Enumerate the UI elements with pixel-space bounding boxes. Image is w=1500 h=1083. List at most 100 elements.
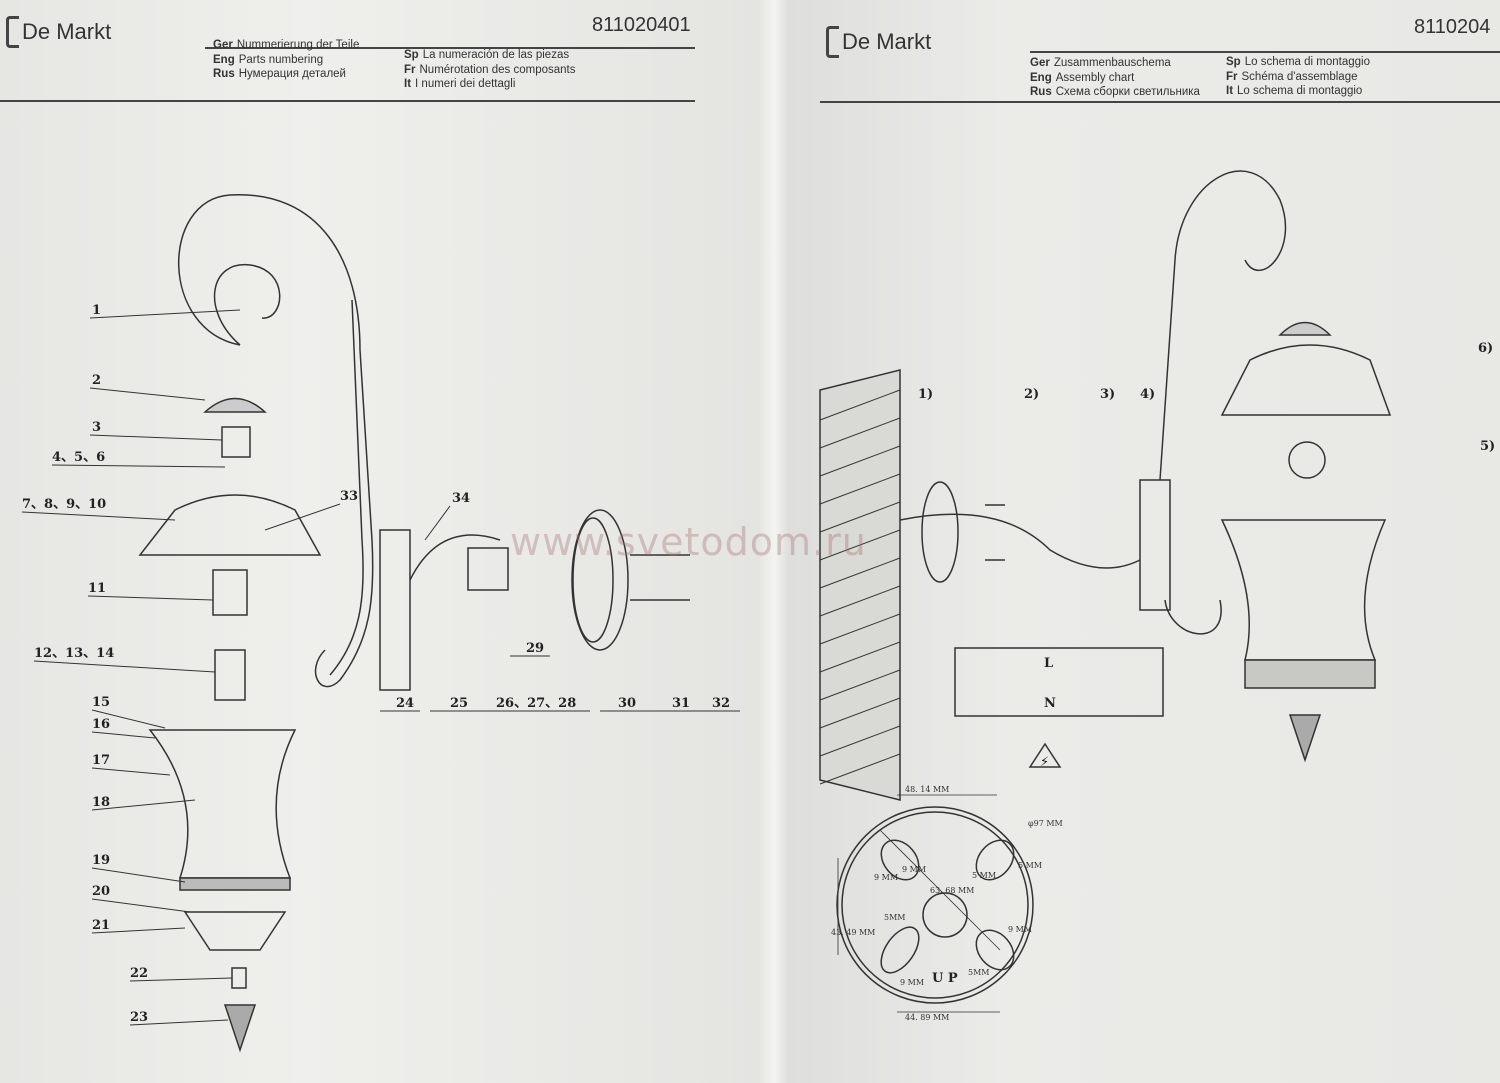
lang-code: Rus — [1030, 86, 1052, 98]
part-label: 12、13、14 — [34, 646, 114, 661]
brick-line — [819, 417, 901, 449]
mounting-ring — [571, 509, 629, 651]
part-label: 19 — [92, 853, 110, 868]
nut — [231, 967, 247, 989]
lang-code: Ger — [1030, 57, 1050, 69]
leader-line — [33, 660, 216, 673]
brick-line — [819, 389, 901, 421]
title-text: Lo schema di montaggio — [1237, 85, 1363, 97]
bottom-bracket — [183, 911, 287, 951]
brick-line — [819, 557, 901, 589]
warning-triangle-icon — [1028, 742, 1062, 768]
brick-line — [819, 669, 901, 701]
dimension-label: 5 MM — [1018, 861, 1042, 870]
bulb — [1288, 441, 1326, 479]
product-code-left: 811020401 — [592, 14, 691, 36]
title-text: Lo schema di montaggio — [1244, 56, 1371, 68]
leader-line — [91, 927, 186, 934]
dimension-label: 5MM — [884, 913, 905, 922]
part-label: 25 — [450, 696, 468, 711]
part-label: 22 — [130, 966, 148, 981]
brick-line — [819, 613, 901, 645]
part-label: 17 — [92, 753, 110, 768]
arm-scroll — [1159, 170, 1287, 635]
brick-line — [819, 473, 901, 505]
cap-part — [1278, 321, 1332, 336]
title-text: Схема сборки светильника — [1055, 86, 1200, 98]
step-label: 4) — [1140, 387, 1155, 402]
lang-code: Eng — [213, 53, 235, 66]
wiring-neutral-label: N — [1044, 696, 1056, 711]
part-label: 30 — [618, 696, 636, 711]
dimension-label: 63. 68 MM — [930, 886, 974, 895]
leader-line — [89, 309, 241, 319]
brick-line — [819, 641, 901, 673]
title-text: La numeración de las piezas — [422, 49, 570, 61]
step-label: 2) — [1024, 387, 1039, 402]
logo-mark-icon — [826, 26, 839, 58]
title-text: Parts numbering — [238, 53, 324, 66]
brand-logo-left: De Markt — [6, 16, 111, 48]
brick-line — [819, 501, 901, 533]
part-label: 31 — [672, 696, 690, 711]
leader-line — [21, 511, 176, 521]
part-label: 29 — [526, 641, 544, 656]
leader-line — [87, 595, 214, 601]
part-label: 4、5、6 — [52, 450, 105, 465]
product-code-right: 8110204 — [1414, 16, 1491, 38]
roof-canopy — [138, 494, 322, 556]
brick-line — [819, 585, 901, 617]
part-label: 11 — [88, 581, 106, 596]
brick-line — [819, 697, 901, 729]
leader-line — [91, 767, 171, 776]
lang-code: Fr — [404, 63, 416, 76]
screws — [985, 504, 1005, 561]
dimension-label: 48. 14 MM — [905, 785, 949, 794]
lang-code: Rus — [213, 68, 235, 80]
dim-lines — [837, 794, 1001, 1013]
terminal-block — [467, 547, 509, 591]
mounting-ring-inner — [572, 517, 614, 643]
wires — [899, 513, 1141, 569]
slot — [975, 839, 1015, 881]
leader-line — [91, 731, 156, 739]
leader-line — [89, 434, 223, 441]
header-rule — [0, 100, 695, 102]
step-label: 1) — [918, 387, 933, 402]
brand-name: De Markt — [22, 19, 112, 44]
step-label: 6) — [1478, 341, 1493, 356]
part-label: 18 — [92, 795, 110, 810]
lampholder — [212, 569, 248, 616]
dimension-label: 9 MM — [1008, 925, 1032, 934]
dimension-label: 5 MM — [972, 871, 996, 880]
lang-code: It — [404, 78, 412, 90]
title-text: Zusammenbauschema — [1053, 57, 1171, 69]
brick-line — [819, 725, 901, 757]
leader-line — [424, 505, 451, 541]
finial — [223, 1004, 257, 1053]
part-label: 15 — [92, 695, 110, 710]
leader-line — [91, 867, 186, 883]
part-label: 32 — [712, 696, 730, 711]
socket-holder — [221, 426, 251, 458]
lang-code: Eng — [1030, 71, 1052, 84]
arm-scroll — [177, 194, 374, 688]
slot — [880, 839, 920, 881]
brick-line — [819, 529, 901, 561]
page-fold — [760, 0, 790, 1083]
wiring-detail-box — [954, 647, 1164, 717]
dimension-label: 44. 89 MM — [905, 1013, 949, 1022]
logo-mark-icon — [6, 16, 19, 48]
bottom-ring — [179, 877, 291, 891]
socket-base — [214, 649, 246, 701]
part-label: 26、27、28 — [496, 696, 576, 711]
title-text: Nummerierung der Teile — [236, 39, 360, 51]
assembly-chart-sheet — [790, 0, 1500, 1083]
title-text: Assembly chart — [1055, 71, 1135, 84]
wall-plate — [1139, 479, 1171, 611]
brand-name: De Markt — [842, 29, 932, 54]
part-label: 3 — [92, 420, 101, 435]
